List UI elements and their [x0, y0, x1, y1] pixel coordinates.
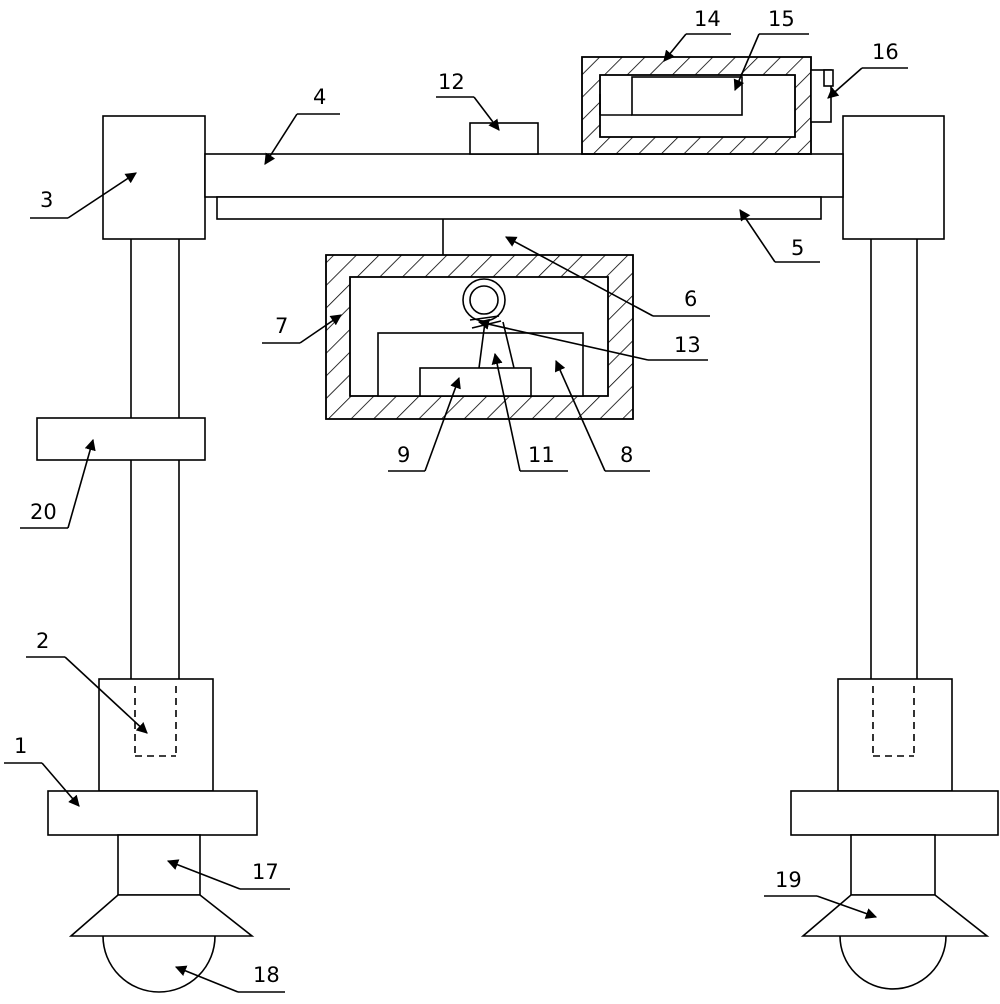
- label-13: 13: [674, 333, 701, 357]
- right-column: [790, 115, 999, 990]
- right-base-plate: [790, 790, 999, 836]
- left-sleeve-hidden-lines: [134, 686, 177, 757]
- label-3: 3: [40, 188, 53, 212]
- motor-housing-14: [581, 56, 834, 155]
- sensor-block-12: [469, 122, 539, 155]
- right-top-block: [842, 115, 945, 240]
- label-14: 14: [694, 7, 721, 31]
- right-sleeve-hidden-lines: [872, 686, 915, 757]
- label-18: 18: [253, 963, 280, 987]
- slide-rail-5: [216, 196, 822, 220]
- clamp-block-20: [36, 417, 206, 461]
- right-foot-stem: [850, 834, 936, 896]
- label-16: 16: [872, 40, 899, 64]
- label-9: 9: [397, 443, 410, 467]
- lamp-housing-7: [325, 254, 634, 420]
- crossbeam-4: [204, 153, 844, 198]
- left-suction-cone: [68, 894, 255, 937]
- label-4: 4: [313, 85, 326, 109]
- label-15: 15: [768, 7, 795, 31]
- label-11: 11: [528, 443, 555, 467]
- label-1: 1: [14, 734, 27, 758]
- left-wheel-18: [102, 935, 216, 993]
- label-12: 12: [438, 70, 465, 94]
- right-wheel: [839, 935, 947, 990]
- label-17: 17: [252, 860, 279, 884]
- motor-15: [631, 76, 743, 116]
- left-column: [36, 115, 258, 993]
- label-6: 6: [684, 287, 697, 311]
- left-top-block-3: [102, 115, 206, 240]
- label-8: 8: [620, 443, 633, 467]
- right-suction-cone-19: [800, 894, 990, 937]
- label-19: 19: [775, 868, 802, 892]
- left-sleeve-2: [98, 678, 214, 792]
- label-7: 7: [275, 314, 288, 338]
- label-5: 5: [791, 236, 804, 260]
- part-labels: 1 2 3 4 5 6 7 8 9 11 12 13 14 15 16 17 1…: [14, 7, 899, 987]
- left-base-plate-1: [47, 790, 258, 836]
- label-20: 20: [30, 500, 57, 524]
- leader-lines: [4, 33, 908, 993]
- label-2: 2: [36, 629, 49, 653]
- left-foot-stem-17: [117, 834, 201, 896]
- base-block-9: [419, 367, 532, 397]
- right-sleeve: [837, 678, 953, 792]
